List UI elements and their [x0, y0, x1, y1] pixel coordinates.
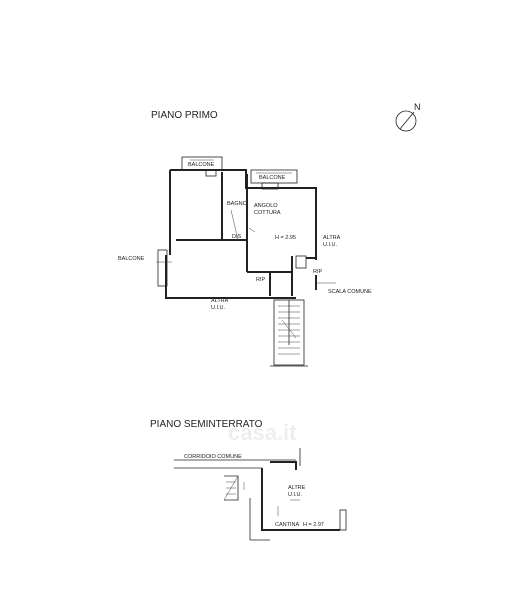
label-height-basement: H = 2.97: [303, 522, 324, 528]
watermark: casa.it: [228, 420, 297, 445]
label-balcone-top-left: BALCONE: [188, 162, 215, 168]
label-uiu-bottom: U.I.U.: [211, 305, 226, 311]
label-rip-right: RIP: [313, 269, 323, 275]
first-floor-walls: [156, 156, 336, 367]
label-balcone-left: BALCONE: [118, 256, 145, 262]
floor-first-title: PIANO PRIMO: [151, 110, 218, 121]
label-bagno: BAGNO: [227, 201, 248, 207]
label-cantina: CANTINA: [275, 522, 299, 528]
first-floor-labels: BALCONE BALCONE BAGNO ANGOLO COTTURA H =…: [118, 162, 372, 311]
label-height-first: H = 2.95: [275, 235, 296, 241]
north-arrow-icon: N: [395, 102, 421, 132]
north-label: N: [414, 102, 421, 112]
label-corridoio: CORRIDOIO COMUNE: [184, 454, 242, 460]
label-dis: DIS: [232, 234, 242, 240]
basement-labels: CORRIDOIO COMUNE ALTRE U.I.U. CANTINA H …: [184, 454, 324, 528]
label-altra-right: ALTRA: [323, 235, 341, 241]
label-angolo: ANGOLO: [254, 203, 278, 209]
label-uiu-right: U.I.U.: [323, 242, 338, 248]
label-altra-bottom: ALTRA: [211, 298, 229, 304]
label-uiu: U.I.U.: [288, 492, 303, 498]
label-rip-left: RIP: [256, 277, 266, 283]
label-scala: SCALA COMUNE: [328, 289, 372, 295]
label-balcone-top-right: BALCONE: [259, 175, 286, 181]
label-altre: ALTRE: [288, 485, 306, 491]
basement-walls: [174, 448, 347, 541]
label-cottura: COTTURA: [254, 210, 281, 216]
floor-basement-title: PIANO SEMINTERRATO: [150, 419, 263, 430]
